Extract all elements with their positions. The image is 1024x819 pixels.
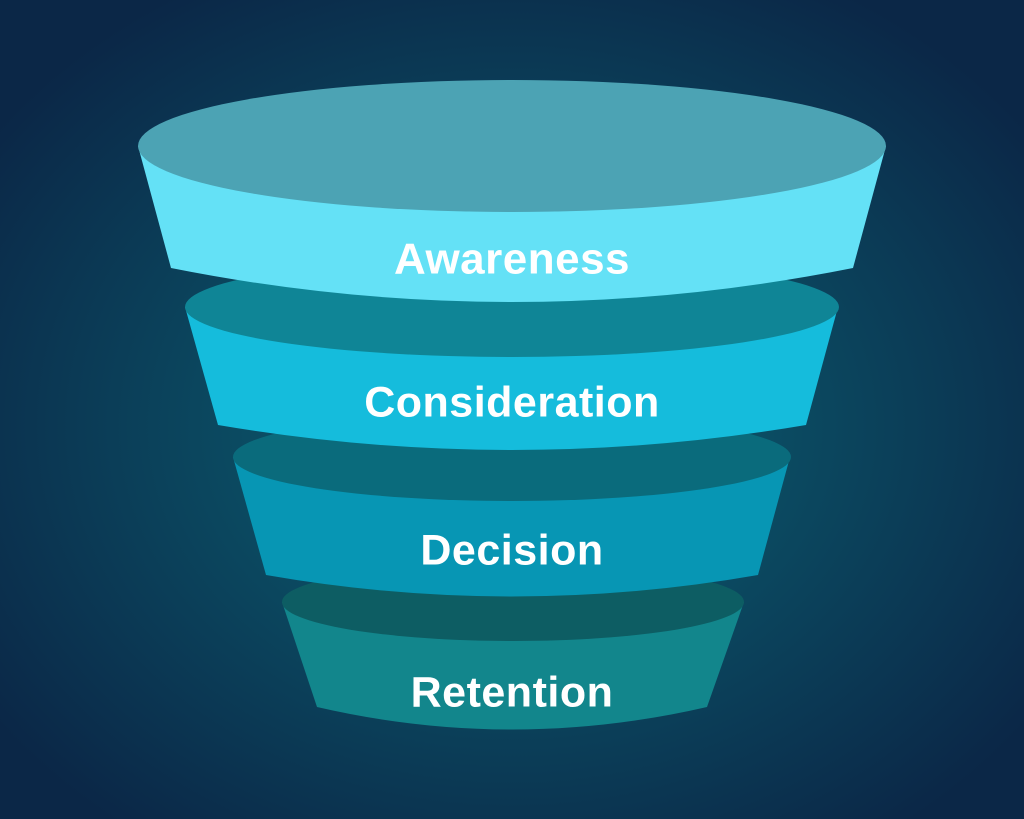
consideration-label: Consideration <box>364 378 660 426</box>
retention-label: Retention <box>411 668 614 716</box>
funnel-stage-awareness <box>138 80 886 302</box>
awareness-top <box>138 80 886 212</box>
awareness-label: Awareness <box>394 235 630 284</box>
decision-label: Decision <box>420 526 603 574</box>
